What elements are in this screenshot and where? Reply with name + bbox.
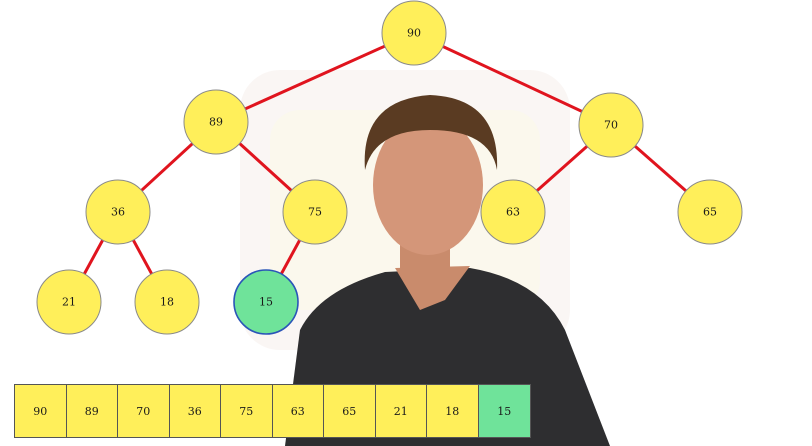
heap-node-label: 15 — [259, 296, 273, 309]
array-cell: 21 — [375, 385, 427, 437]
heap-node-circle — [183, 89, 249, 155]
heap-node-label: 75 — [308, 206, 322, 219]
heap-node: 75 — [282, 179, 348, 245]
heap-node: 65 — [677, 179, 743, 245]
heap-node-label: 21 — [62, 296, 76, 309]
heap-node-circle — [677, 179, 743, 245]
array-cell: 63 — [272, 385, 324, 437]
heap-nodes: 90 89 70 36 75 63 65 21 18 15 — [36, 0, 743, 335]
array-cell: 18 — [427, 385, 479, 437]
array-cell: 36 — [169, 385, 221, 437]
array-cell: 15 — [478, 385, 530, 437]
heap-node: 18 — [134, 269, 200, 335]
heap-node-label: 63 — [506, 206, 520, 219]
heap-node: 15 — [233, 269, 299, 335]
heap-edge — [215, 31, 415, 124]
heap-node: 90 — [381, 0, 447, 66]
array-cell: 70 — [118, 385, 170, 437]
heap-node: 70 — [578, 92, 644, 158]
heap-node-label: 65 — [703, 206, 717, 219]
heap-node-label: 90 — [407, 27, 421, 40]
heap-node-circle — [233, 269, 299, 335]
heap-edge — [413, 31, 612, 127]
heap-node-circle — [381, 0, 447, 66]
heap-node-circle — [36, 269, 102, 335]
array-cell: 65 — [324, 385, 376, 437]
heap-node: 63 — [480, 179, 546, 245]
array-cell: 89 — [66, 385, 118, 437]
heap-node-circle — [282, 179, 348, 245]
heap-node-label: 89 — [209, 116, 223, 129]
heap-node: 21 — [36, 269, 102, 335]
heap-node-label: 36 — [111, 206, 125, 219]
heap-node: 89 — [183, 89, 249, 155]
heap-node-circle — [134, 269, 200, 335]
heap-node-circle — [85, 179, 151, 245]
heap-node: 36 — [85, 179, 151, 245]
array-cell: 75 — [221, 385, 273, 437]
heap-node-circle — [578, 92, 644, 158]
heap-node-circle — [480, 179, 546, 245]
heap-node-label: 18 — [160, 296, 174, 309]
array-cell: 90 — [15, 385, 67, 437]
heap-node-label: 70 — [604, 119, 618, 132]
